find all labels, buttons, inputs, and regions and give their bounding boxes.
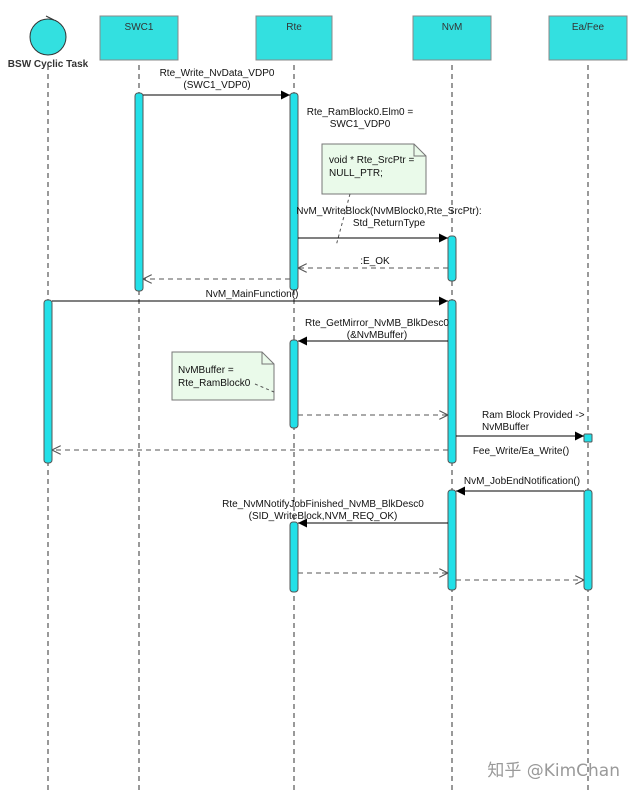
- lifeline-box-rte[interactable]: Rte: [255, 15, 333, 61]
- lifeline-label-rte: Rte: [286, 22, 302, 33]
- note-nvm-buffer[interactable]: NvMBuffer = Rte_RamBlock0: [171, 351, 275, 401]
- lifeline-label-nvm: NvM: [442, 22, 463, 33]
- activation-eafee-1: [583, 433, 593, 443]
- activation-rte-2: [289, 339, 299, 429]
- note-src-ptr[interactable]: void * Rte_SrcPtr = NULL_PTR;: [321, 143, 427, 247]
- note-src-ptr-line-2: NULL_PTR;: [329, 168, 383, 179]
- note-nvm-buffer-line-2: Rte_RamBlock0: [178, 378, 251, 389]
- msg-rambblock-assign-label-1: Rte_RamBlock0.Elm0 =: [307, 107, 414, 118]
- watermark: 知乎 @KimChan: [487, 761, 620, 781]
- lifeline-box-eafee[interactable]: Ea/Fee: [548, 15, 628, 61]
- actor-circle-icon: [29, 18, 67, 56]
- msg-getmirror-label-1: Rte_GetMirror_NvMB_BlkDesc0: [305, 318, 449, 329]
- actor-label: BSW Cyclic Task: [8, 59, 89, 70]
- msg-ram-block-provided-label-1: Ram Block Provided ->: [482, 410, 585, 421]
- msg-notify-job-finished-label-1: Rte_NvMNotifyJobFinished_NvMB_BlkDesc0: [222, 499, 424, 510]
- activation-nvm-1: [447, 235, 457, 282]
- msg-rte-write-label-2: (SWC1_VDP0): [183, 80, 250, 91]
- activation-rte-3: [289, 521, 299, 593]
- activation-nvm-2: [447, 299, 457, 464]
- msg-nvm-writeblock-label-2: Std_ReturnType: [353, 218, 426, 229]
- activation-swc1: [134, 92, 144, 292]
- activation-nvm-3: [447, 489, 457, 591]
- msg-nvm-writeblock-label-1: NvM_WriteBlock(NvMBlock0,Rte_SrcPtr):: [296, 206, 481, 217]
- note-src-ptr-anchor: [335, 193, 351, 247]
- msg-jobend-notification-label: NvM_JobEndNotification(): [464, 476, 580, 487]
- msg-nvm-mainfunction-label: NvM_MainFunction(): [206, 289, 299, 300]
- msg-rte-write-label-1: Rte_Write_NvData_VDP0: [160, 68, 275, 79]
- lifeline-label-eafee: Ea/Fee: [572, 22, 605, 33]
- actor-bsw-cyclic-task[interactable]: BSW Cyclic Task: [8, 15, 89, 70]
- msg-notify-job-finished-label-2: (SID_WriteBlock,NVM_REQ_OK): [249, 511, 398, 522]
- note-src-ptr-line-1: void * Rte_SrcPtr =: [329, 155, 414, 166]
- msg-getmirror-label-2: (&NvMBuffer): [347, 330, 407, 341]
- msg-rambblock-assign-label-2: SWC1_VDP0: [330, 119, 391, 130]
- msg-e-ok-label: :E_OK: [360, 256, 390, 267]
- msg-ram-block-provided-label-2: NvMBuffer: [482, 422, 530, 433]
- activation-rte-1: [289, 92, 299, 291]
- actor-tick-icon: [45, 15, 55, 21]
- lifeline-box-swc1[interactable]: SWC1: [99, 15, 179, 61]
- lifeline-box-nvm[interactable]: NvM: [412, 15, 492, 61]
- activation-bsw: [43, 299, 53, 464]
- note-nvm-buffer-line-1: NvMBuffer =: [178, 365, 234, 376]
- activation-eafee-2: [583, 489, 593, 591]
- msg-fee-write-label: Fee_Write/Ea_Write(): [473, 446, 569, 457]
- lifeline-label-swc1: SWC1: [125, 22, 154, 33]
